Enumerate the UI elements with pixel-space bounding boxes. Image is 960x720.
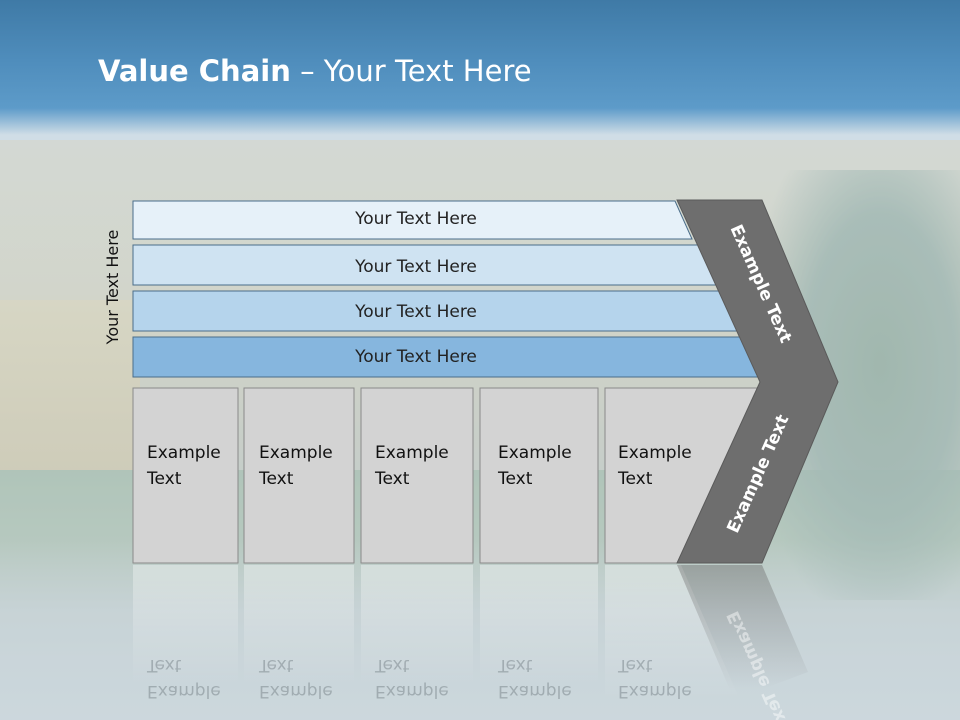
box-label-reflection: Text	[258, 655, 294, 675]
band-shape	[132, 200, 693, 240]
box-label-reflection: Example	[375, 681, 449, 701]
box-label-reflection: Text	[146, 655, 182, 675]
box-label-line2: Text	[497, 469, 533, 489]
box-label-reflection: Example	[498, 681, 572, 701]
box-label-reflection: Example	[147, 681, 221, 701]
box-label-line2: Text	[617, 469, 653, 489]
box-label-line1: Example	[618, 443, 692, 463]
slide-title: Value Chain – Your Text Here	[98, 54, 532, 88]
box-label-reflection: Example	[259, 681, 333, 701]
box-label-reflection: Example	[618, 681, 692, 701]
chevron-arrow	[676, 199, 839, 564]
diagram-reflection: Example Text Example Text Example Text E…	[133, 565, 808, 720]
box-label-reflection: Text	[617, 655, 653, 675]
background-palace-wing	[0, 300, 140, 470]
box-label-reflection: Text	[497, 655, 533, 675]
example-box	[360, 387, 474, 564]
box-label-line1: Example	[375, 443, 449, 463]
band-label: Your Text Here	[354, 209, 477, 229]
box-label-line1: Example	[498, 443, 572, 463]
box-label-line1: Example	[259, 443, 333, 463]
example-box	[132, 387, 239, 564]
box-reflection	[361, 565, 473, 685]
box-label-line2: Text	[258, 469, 294, 489]
box-reflection	[133, 565, 238, 685]
band-label: Your Text Here	[354, 347, 477, 367]
header-band	[0, 0, 960, 135]
example-box	[243, 387, 355, 564]
box-reflection	[605, 565, 740, 700]
band-label: Your Text Here	[354, 302, 477, 322]
box-label-reflection: Text	[374, 655, 410, 675]
chevron-reflection	[677, 565, 808, 690]
box-reflection	[480, 565, 598, 685]
box-label-line2: Text	[146, 469, 182, 489]
title-bold: Value Chain	[98, 54, 291, 88]
box-label-line2: Text	[374, 469, 410, 489]
box-label-line1: Example	[147, 443, 221, 463]
band-label: Your Text Here	[354, 257, 477, 277]
title-rest: – Your Text Here	[290, 54, 532, 88]
box-reflection	[244, 565, 354, 685]
example-box	[479, 387, 599, 564]
